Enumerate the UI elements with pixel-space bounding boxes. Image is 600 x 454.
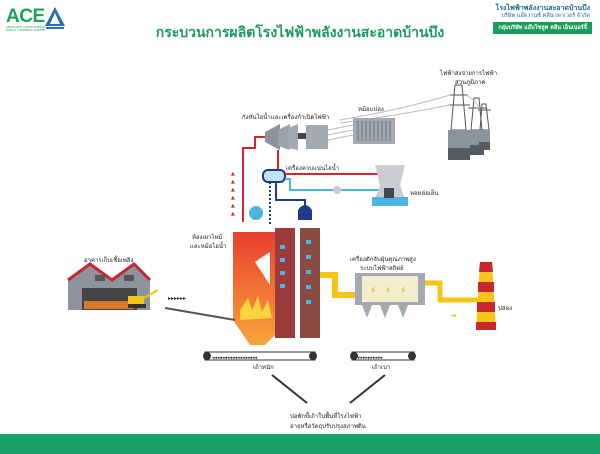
label-cooling-tower: หอหล่อเย็น [410,190,439,197]
transformer-icon [353,118,395,144]
label-power-lines-2: ส่วนภูมิภาค [455,79,486,86]
condenser-icon [262,169,286,183]
label-esp: เครื่องดักจับฝุ่นคุณภาพสูง [350,256,416,263]
fly-ash-conveyor: ▸▸▸▸▸▸▸▸▸▸ [350,351,416,361]
bottom-ash-conveyor: ◂◂◂◂◂◂◂◂◂◂◂◂◂◂◂◂◂◂ [203,351,317,361]
svg-text:➜: ➜ [338,291,345,300]
label-boiler-2: และหม้อไอน้ำ [190,243,227,250]
svg-text:▲: ▲ [231,211,235,217]
excavator-icon [128,289,159,308]
label-fly-ash: เถ้าเบา [372,364,391,371]
svg-text:⚡: ⚡ [370,286,376,296]
footer-band [0,434,600,454]
turbine-generator-icon [265,124,354,150]
transmission-tower-icon [448,84,470,160]
svg-text:▲: ▲ [231,179,235,185]
label-condenser: เครื่องควบแน่นไอน้ำ [286,165,340,172]
ace-logo: ACE [6,6,45,27]
label-stack: ปล่อง [498,305,513,312]
svg-text:▲: ▲ [231,203,235,209]
fuel-conveyor [164,307,236,321]
svg-text:▸▸▸▸▸▸▸▸▸▸: ▸▸▸▸▸▸▸▸▸▸ [358,355,384,361]
svg-text:⚡: ⚡ [400,286,406,296]
boiler-furnace-icon [233,228,320,345]
svg-text:▸▸▸▸▸▸: ▸▸▸▸▸▸ [168,295,186,302]
svg-text:◂◂◂◂◂◂◂◂◂◂◂◂◂◂◂◂◂◂: ◂◂◂◂◂◂◂◂◂◂◂◂◂◂◂◂◂◂ [212,355,258,361]
label-turbine: กังหันไอน้ำและเครื่องกำเนิดไฟฟ้า [242,114,330,121]
label-transformer: หม้อแปลง [358,106,384,113]
label-bottom-ash: เถ้าหนัก [253,364,274,371]
svg-text:▲: ▲ [231,171,235,177]
esp-precipitator-icon: ⚡ ⚡ ⚡ [355,273,425,318]
group-badge: กลุ่มบริษัท แอ๊บโซลูท คลีน เอ็นเนอร์จี้ [493,22,592,34]
svg-text:⚡: ⚡ [385,286,391,296]
steam-drum-icon [249,206,263,220]
svg-text:➜: ➜ [450,311,457,320]
label-ash-disposal: บ่อพักขี้เถ้าในพื้นที่โรงไฟฟ้า [290,413,362,420]
svg-text:▲: ▲ [231,195,235,201]
label-boiler: ห้องเผาไหม้ [192,234,223,241]
label-esp-2: ระบบไฟฟ้าสถิตย์ [360,265,404,272]
ace-logo-subtext: ABSOLUTE CLEAN ENERGY PUBLIC COMPANY LIM… [6,25,46,32]
svg-text:▲: ▲ [231,187,235,193]
company-subtitle: บริษัท แอ๊ดวานซ์ คลีน เพาเวอร์ จำกัด [501,13,590,19]
chimney-stack-icon [476,262,496,330]
pump-icon [333,186,341,194]
label-fuel-storage: อาคารเก็บเชื้อเพลิง [84,257,134,264]
company-name: โรงไฟฟ้าพลังงานสะอาดบ้านบึง [495,4,591,12]
cooling-tower-icon [372,165,408,206]
transmission-tower-icon [478,103,491,150]
label-ash-disposal-2: อาจหรือวัตถุปรับปรุงสภาพดิน [290,423,366,430]
partner-logo-icon [45,7,65,29]
page-title: กระบวนการผลิตโรงไฟฟ้าพลังงานสะอาดบ้านบึง [155,25,445,41]
feedwater-tank-icon [298,205,312,220]
label-power-lines: ไฟฟ้าส่งจ่ายการไฟฟ้า [440,70,497,77]
